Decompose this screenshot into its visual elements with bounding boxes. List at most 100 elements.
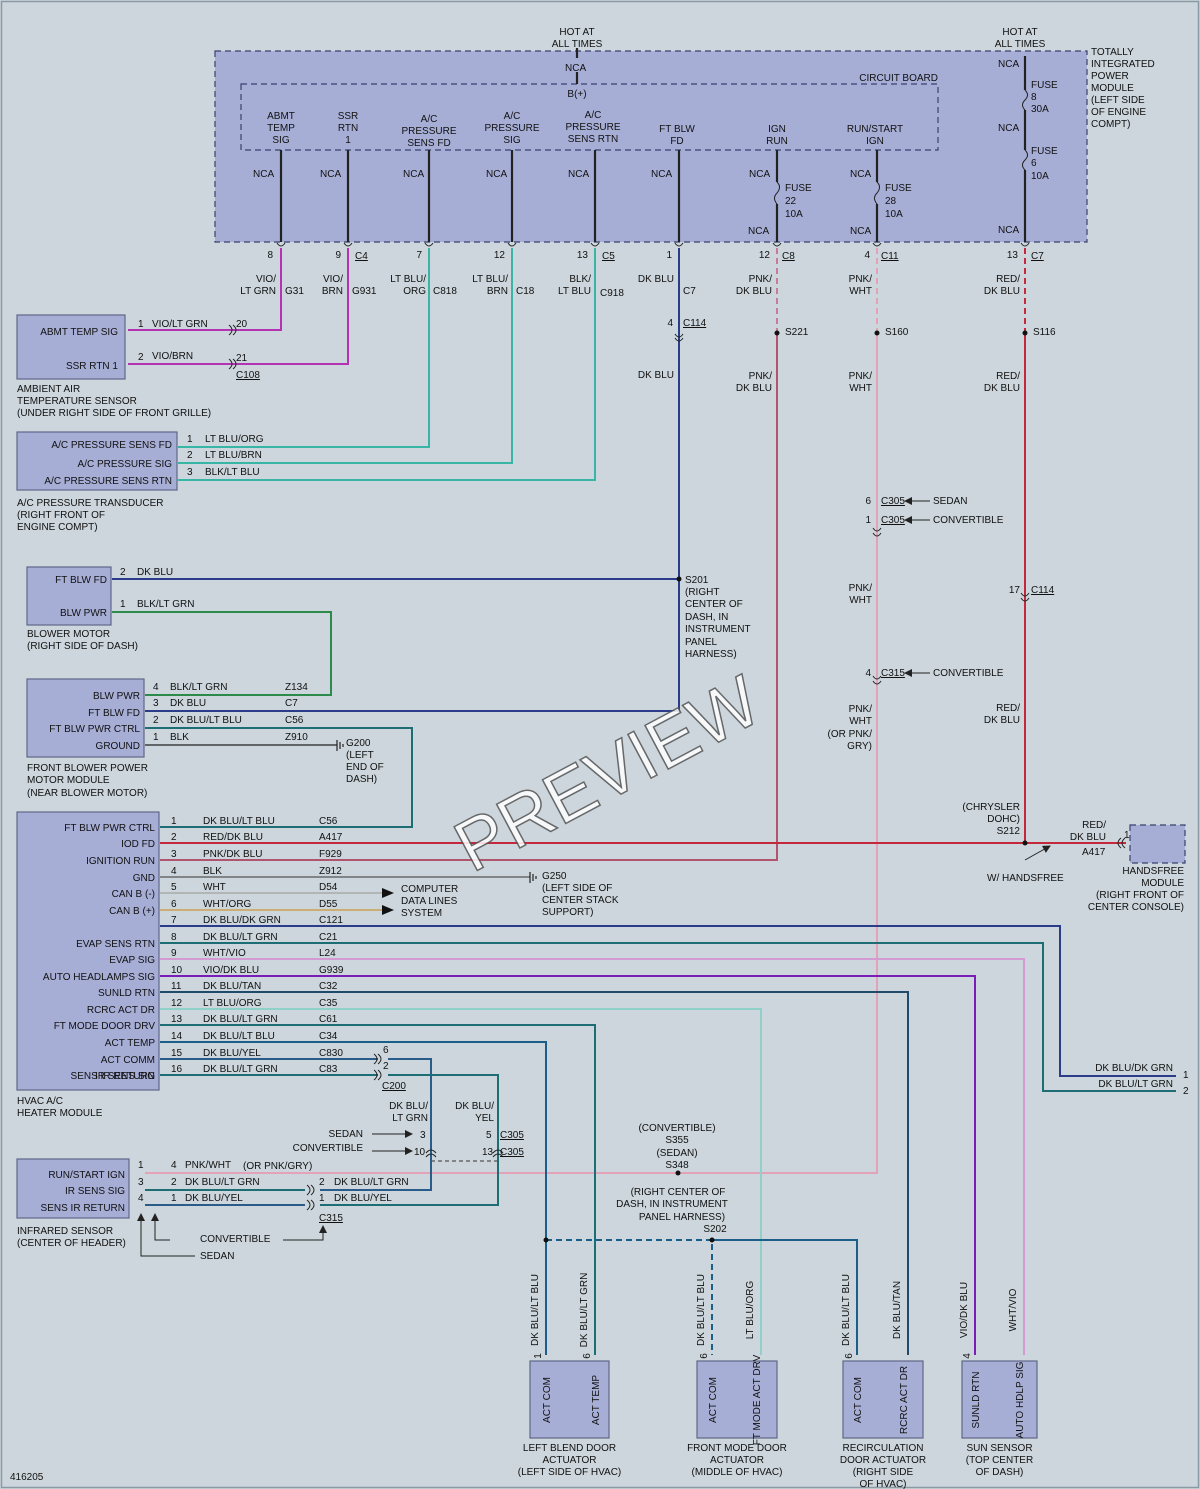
actuator-box [961, 1360, 1038, 1439]
hvac-pin-label: SENS IR RETURN [71, 1071, 155, 1082]
svg-text:NCA: NCA [320, 169, 341, 180]
svg-text:IGN: IGN [768, 124, 786, 135]
hvac-wire-color: DK BLU/DK GRN [203, 915, 281, 926]
hvac-wire-color: LT BLU/ORG [203, 998, 262, 1009]
hvac-pin-label: FT MODE DOOR DRV [54, 1021, 156, 1032]
svg-text:C315: C315 [319, 1213, 343, 1224]
svg-text:TEMP: TEMP [267, 123, 295, 134]
hvac-pin-label: AUTO HEADLAMPS SIG [43, 972, 155, 983]
svg-text:3: 3 [187, 467, 193, 478]
svg-text:ABMT: ABMT [267, 111, 295, 122]
connector-marks [228, 242, 1126, 1211]
hvac-circuit: D55 [319, 899, 338, 910]
hvac-wire-color: VIO/DK BLU [203, 965, 259, 976]
svg-text:2: 2 [187, 450, 193, 461]
svg-text:AMBIENT AIR: AMBIENT AIR [17, 384, 80, 395]
hot-right-2: ALL TIMES [995, 39, 1046, 50]
svg-text:1: 1 [138, 319, 144, 330]
hvac-pin-label: IOD FD [121, 839, 155, 850]
hvac-cavity: 12 [171, 998, 183, 1009]
svg-text:C315: C315 [881, 668, 905, 679]
svg-text:S116: S116 [1033, 327, 1056, 338]
svg-text:NCA: NCA [651, 169, 672, 180]
svg-text:(CHRYSLER: (CHRYSLER [962, 802, 1020, 813]
hvac-wire-color: RED/DK BLU [203, 832, 263, 843]
svg-text:SSR RTN 1: SSR RTN 1 [66, 361, 118, 372]
svg-text:RED/: RED/ [996, 371, 1020, 382]
svg-text:VIO/: VIO/ [256, 274, 276, 285]
hvac-cavity: 16 [171, 1064, 183, 1075]
actuator-name: (TOP CENTER [966, 1455, 1033, 1466]
svg-text:10A: 10A [1031, 171, 1049, 182]
svg-text:(CONVERTIBLE): (CONVERTIBLE) [638, 1123, 715, 1134]
svg-text:1: 1 [345, 135, 351, 146]
svg-text:COMPT): COMPT) [1091, 119, 1130, 130]
svg-text:A/C: A/C [504, 111, 521, 122]
svg-text:RED/: RED/ [996, 703, 1020, 714]
svg-text:1: 1 [1124, 830, 1130, 841]
svg-text:DK BLU: DK BLU [170, 698, 206, 709]
svg-text:C7: C7 [1031, 251, 1044, 262]
actuator-name: ACTUATOR [710, 1455, 764, 1466]
hvac-cavity: 4 [171, 866, 177, 877]
hvac-circuit: C21 [319, 932, 338, 943]
svg-text:C7: C7 [285, 698, 298, 709]
actuator-name: (LEFT SIDE OF HVAC) [518, 1467, 622, 1478]
svg-text:S348: S348 [665, 1160, 689, 1171]
svg-text:DOHC): DOHC) [987, 814, 1020, 825]
svg-text:2: 2 [153, 715, 159, 726]
hvac-name-1: HVAC A/C [17, 1096, 63, 1107]
svg-text:G931: G931 [352, 286, 377, 297]
svg-text:BLOWER MOTOR: BLOWER MOTOR [27, 629, 110, 640]
svg-text:VIO/LT GRN: VIO/LT GRN [152, 319, 208, 330]
svg-text:12: 12 [494, 250, 506, 261]
actuator-name: OF HVAC) [859, 1479, 906, 1489]
svg-text:G250: G250 [542, 871, 567, 882]
splice-dots [543, 330, 1028, 1243]
svg-text:DASH, IN: DASH, IN [685, 612, 728, 623]
hvac-circuit: C83 [319, 1064, 338, 1075]
svg-text:1: 1 [666, 250, 672, 261]
hvac-cavity: 2 [171, 832, 177, 843]
svg-text:S355: S355 [665, 1135, 689, 1146]
actuator-wire-label: DK BLU/LT BLU [696, 1274, 707, 1346]
svg-text:PNK/WHT: PNK/WHT [185, 1160, 231, 1171]
actuator-pin-label: ACT TEMP [591, 1375, 602, 1426]
svg-text:A/C PRESSURE SIG: A/C PRESSURE SIG [78, 459, 173, 470]
svg-text:S201: S201 [685, 575, 709, 586]
actuator-wire-label: VIO/DK BLU [959, 1282, 970, 1338]
hvac-pin-label: ACT COMM [101, 1055, 155, 1066]
svg-text:RUN: RUN [766, 136, 788, 147]
svg-text:C18: C18 [516, 286, 535, 297]
blower-motor-box [26, 566, 112, 626]
svg-text:INTEGRATED: INTEGRATED [1091, 59, 1155, 70]
svg-text:WHT: WHT [849, 716, 872, 727]
hvac-cavity: 11 [171, 981, 182, 992]
tipm-module [214, 50, 1088, 243]
svg-text:POWER: POWER [1091, 71, 1129, 82]
actuator-name: DOOR ACTUATOR [840, 1455, 926, 1466]
svg-text:BRN: BRN [322, 286, 343, 297]
svg-text:C5: C5 [602, 251, 615, 262]
svg-text:13: 13 [1007, 250, 1019, 261]
hvac-name-2: HEATER MODULE [17, 1108, 103, 1119]
svg-text:FT BLW: FT BLW [659, 124, 695, 135]
actuator-cavity: 4 [962, 1353, 973, 1359]
svg-text:FD: FD [670, 136, 683, 147]
hvac-circuit: Z912 [319, 866, 342, 877]
svg-text:RED/: RED/ [996, 274, 1020, 285]
svg-text:G31: G31 [285, 286, 304, 297]
svg-text:BLK: BLK [170, 732, 189, 743]
svg-text:1: 1 [865, 515, 871, 526]
hvac-pin-label: FT BLW PWR CTRL [64, 823, 155, 834]
tipm-pin-lines: NCA NCA NCA NCA NCA NCA NCA NCA NCA NCA … [253, 56, 1028, 242]
hvac-circuit: C830 [319, 1048, 343, 1059]
svg-text:2: 2 [319, 1177, 325, 1188]
hot-left-2: ALL TIMES [552, 39, 603, 50]
svg-text:6: 6 [1031, 158, 1037, 169]
svg-text:DK BLU: DK BLU [1070, 832, 1106, 843]
svg-text:4: 4 [667, 318, 673, 329]
svg-text:1: 1 [138, 1160, 144, 1171]
svg-text:SEDAN: SEDAN [933, 496, 967, 507]
